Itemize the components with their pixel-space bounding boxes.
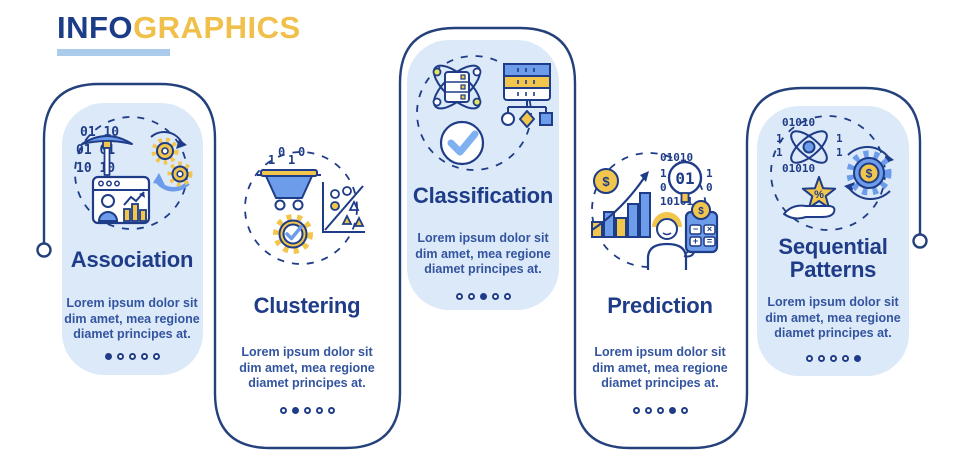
dot — [853, 355, 861, 362]
svg-text:1: 1 — [776, 146, 783, 159]
dot — [479, 293, 487, 300]
svg-text:0: 0 — [298, 146, 305, 159]
svg-text:1: 1 — [660, 167, 667, 180]
mine-cart-icon — [257, 169, 321, 211]
binary-digits: 1010 — [268, 146, 305, 167]
card-body-sequential-patterns: Lorem ipsum dolor sit dim amet, mea regi… — [765, 295, 901, 340]
svg-text:1: 1 — [268, 153, 275, 167]
dot — [327, 407, 335, 414]
dot — [152, 353, 160, 360]
analytics-window-icon — [91, 175, 151, 225]
dot — [632, 407, 640, 414]
person-calculator-icon: $ −× + = — [646, 200, 719, 270]
svg-text:$: $ — [602, 174, 610, 189]
card-title-classification: Classification — [412, 183, 554, 208]
growth-chart-dollar-icon: $ — [591, 168, 651, 238]
dot — [291, 407, 299, 414]
logo-text-info: INFO — [57, 10, 134, 45]
pagination-dots-classification — [405, 293, 561, 300]
dot — [128, 353, 136, 360]
dot — [829, 355, 837, 362]
clustering-icon: 1010 — [244, 146, 365, 265]
card-title-association: Association — [70, 247, 194, 272]
card-title-prediction: Prediction — [607, 293, 713, 318]
dot — [841, 355, 849, 362]
svg-text:1: 1 — [836, 146, 843, 159]
dot — [817, 355, 825, 362]
pagination-dots-association — [54, 353, 210, 360]
check-circle-icon — [439, 120, 485, 166]
svg-text:01010: 01010 — [782, 162, 815, 175]
dot — [656, 407, 664, 414]
svg-text:=: = — [707, 236, 712, 246]
dot — [315, 407, 323, 414]
svg-text:+: + — [693, 236, 698, 246]
card-title-clustering: Clustering — [253, 293, 361, 318]
gear-check-icon — [273, 214, 313, 254]
dot — [467, 293, 475, 300]
page-title: INFOGRAPHICS — [57, 12, 301, 43]
dot — [680, 407, 688, 414]
dot — [140, 353, 148, 360]
pagination-dots-sequential-patterns — [755, 355, 911, 362]
svg-text:1: 1 — [776, 132, 783, 145]
dot — [503, 293, 511, 300]
card-body-classification: Lorem ipsum dolor sit dim amet, mea regi… — [415, 231, 551, 276]
path-endpoint-left — [36, 242, 52, 258]
logo-text-graphics: GRAPHICS — [133, 10, 301, 45]
card-title-sequential-patterns: Sequential Patterns — [778, 234, 888, 283]
svg-text:%: % — [814, 189, 824, 201]
dot — [644, 407, 652, 414]
dot — [668, 407, 676, 414]
pagination-dots-clustering — [229, 407, 385, 414]
svg-text:1: 1 — [288, 153, 295, 167]
dot — [805, 355, 813, 362]
title-underline — [57, 49, 170, 56]
card-body-clustering: Lorem ipsum dolor sit dim amet, mea regi… — [239, 345, 375, 390]
scatter-plot-icon — [322, 182, 365, 233]
svg-text:0: 0 — [660, 181, 667, 194]
percent-star-hand-icon: % — [783, 176, 837, 220]
dot — [104, 353, 112, 360]
svg-text:0: 0 — [278, 146, 285, 159]
svg-text:0: 0 — [706, 181, 713, 194]
dot — [455, 293, 463, 300]
path-endpoint-right — [912, 233, 928, 249]
dot — [116, 353, 124, 360]
sync-gears-icon — [150, 131, 193, 192]
card-body-association: Lorem ipsum dolor sit dim amet, mea regi… — [64, 296, 200, 341]
atom-server-icon — [432, 64, 482, 110]
svg-text:1: 1 — [836, 132, 843, 145]
svg-text:$: $ — [866, 167, 873, 181]
svg-text:1: 1 — [706, 167, 713, 180]
pagination-dots-prediction — [582, 407, 738, 414]
dot — [491, 293, 499, 300]
gear-dollar-sync-icon: $ — [844, 145, 894, 201]
svg-text:−: − — [693, 224, 698, 234]
svg-text:×: × — [707, 224, 712, 234]
svg-text:01010: 01010 — [782, 116, 815, 129]
dot — [279, 407, 287, 414]
classification-icon — [416, 55, 553, 171]
category-tree-icon — [501, 63, 553, 128]
svg-text:01: 01 — [675, 169, 694, 188]
dot — [303, 407, 311, 414]
svg-text:$: $ — [698, 206, 704, 217]
card-body-prediction: Lorem ipsum dolor sit dim amet, mea regi… — [592, 345, 728, 390]
